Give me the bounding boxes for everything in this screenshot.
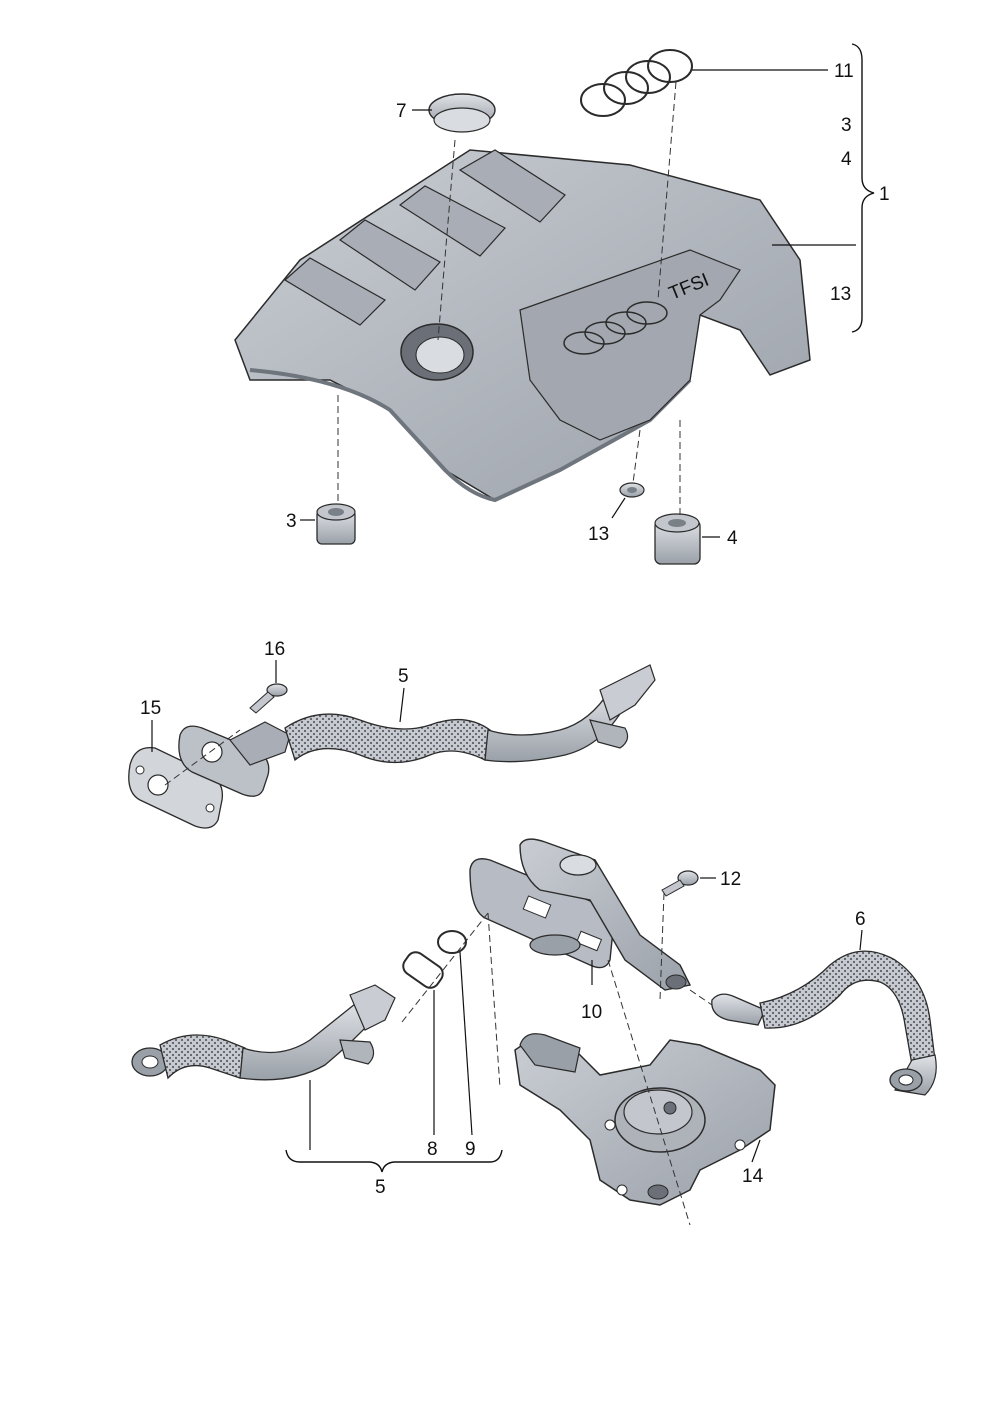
assembly-line-11 bbox=[657, 81, 677, 301]
callout-15: 15 bbox=[140, 698, 161, 719]
assembly-line-hose-in bbox=[401, 912, 489, 1023]
part-6-hose bbox=[711, 950, 937, 1096]
assembly-line-6 bbox=[689, 989, 713, 1006]
hose-5-bracket bbox=[339, 1039, 375, 1065]
hose-corrugated-section bbox=[229, 721, 291, 766]
assembly-line-gasket-right bbox=[607, 959, 691, 1226]
callout-10: 10 bbox=[581, 1002, 602, 1023]
cover-rib-1 bbox=[283, 257, 386, 326]
part-9-o-ring bbox=[437, 930, 467, 954]
assembly-line-bolt bbox=[659, 892, 665, 1001]
part-12-bolt bbox=[661, 870, 699, 897]
part-3-grommet bbox=[316, 503, 356, 545]
hose-textile-section bbox=[284, 713, 491, 764]
hose-pipe-connector bbox=[599, 664, 656, 721]
group-brace-5 bbox=[285, 1149, 503, 1173]
hose-flange bbox=[178, 725, 270, 797]
part-8-seal bbox=[402, 951, 444, 989]
engine-cover-front-rim bbox=[249, 368, 692, 503]
callout-12: 12 bbox=[720, 869, 741, 890]
callout-6: 6 bbox=[855, 909, 866, 930]
cover-rib-4 bbox=[458, 149, 566, 223]
emblem-panel bbox=[519, 249, 741, 441]
hose-6-connector bbox=[711, 993, 766, 1026]
assembly-line-7 bbox=[437, 139, 456, 341]
part-16-bolt bbox=[249, 683, 288, 714]
part-13-clip bbox=[619, 482, 645, 498]
leader-14 bbox=[751, 1139, 761, 1163]
oil-filler-bore bbox=[415, 336, 465, 374]
leader-5-upper bbox=[399, 687, 405, 723]
part-11-emblem-rings bbox=[580, 49, 693, 117]
callout-13-brace: 13 bbox=[830, 284, 851, 305]
group-brace-1 bbox=[851, 43, 875, 333]
part-7-seal-ring bbox=[428, 93, 496, 133]
part-15-gasket bbox=[128, 746, 224, 829]
hose-5-textile bbox=[159, 1034, 246, 1080]
leader-13 bbox=[611, 497, 626, 519]
callout-5-lower: 5 bbox=[375, 1177, 386, 1198]
part-14-oil-separator bbox=[514, 1033, 776, 1206]
cover-rib-3 bbox=[398, 185, 506, 257]
leader-6 bbox=[859, 929, 863, 951]
callout-3: 3 bbox=[286, 511, 297, 532]
callout-14: 14 bbox=[742, 1166, 764, 1187]
assembly-line-15 bbox=[164, 729, 241, 786]
callout-7: 7 bbox=[396, 101, 407, 122]
cover-rib-2 bbox=[338, 219, 441, 291]
callout-4-brace: 4 bbox=[841, 149, 852, 170]
four-rings-emblem bbox=[563, 301, 668, 355]
callout-13: 13 bbox=[588, 524, 609, 545]
callout-5-upper: 5 bbox=[398, 666, 409, 687]
adapter-body bbox=[519, 838, 692, 991]
callout-9: 9 bbox=[465, 1139, 476, 1160]
callout-4: 4 bbox=[727, 528, 738, 549]
lower-breather-hose-assembly bbox=[131, 984, 396, 1081]
callout-16: 16 bbox=[264, 639, 285, 660]
leader-9 bbox=[459, 951, 473, 1136]
callout-8: 8 bbox=[427, 1139, 438, 1160]
separator-inlet bbox=[519, 1033, 581, 1073]
assembly-line-13 bbox=[632, 429, 641, 484]
upper-breather-hose-assembly bbox=[128, 664, 656, 829]
callout-1: 1 bbox=[879, 184, 890, 205]
assembly-line-gasket-left bbox=[487, 912, 501, 1089]
callout-3-brace: 3 bbox=[841, 115, 852, 136]
engine-cover: TFSI bbox=[234, 149, 811, 503]
callout-11: 11 bbox=[834, 61, 854, 82]
part-10-adapter bbox=[469, 838, 692, 991]
part-4-grommet bbox=[654, 513, 701, 565]
hose-bracket bbox=[589, 719, 629, 749]
hose-6-body bbox=[759, 950, 936, 1066]
hose-5-connector bbox=[349, 984, 396, 1031]
